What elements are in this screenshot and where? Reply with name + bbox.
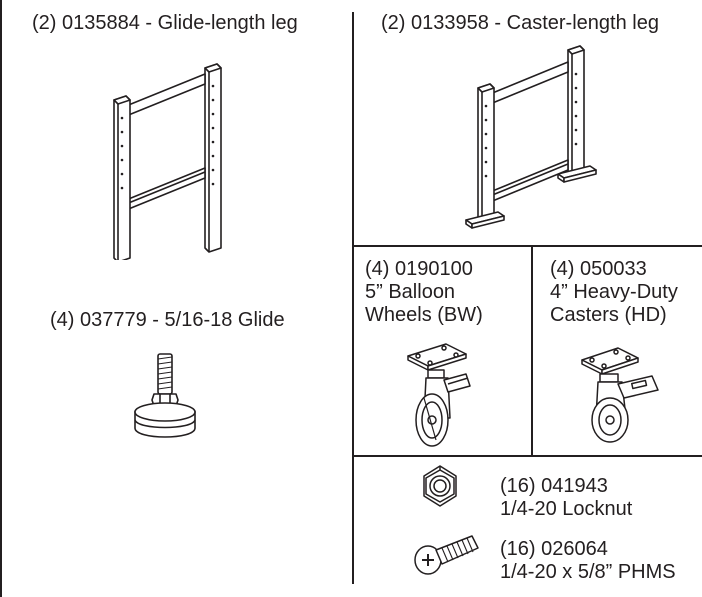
heavy-duty-casters-line-3: Casters (HD) — [550, 304, 667, 326]
balloon-wheels-line-3: Wheels (BW) — [365, 304, 483, 326]
glide-illustration — [130, 350, 210, 450]
phms-screw-illustration — [412, 522, 482, 578]
glide-leg-illustration — [100, 60, 230, 260]
center-divider — [352, 12, 354, 584]
locknut-line-2: 1/4-20 Locknut — [500, 498, 633, 520]
locknut-line-1: (16) 041943 — [500, 475, 608, 497]
hardware-row-top-rule — [352, 455, 702, 457]
phms-label: (16) 026064 1/4-20 x 5/8” PHMS — [500, 538, 676, 584]
glide-label: (4) 037779 - 5/16-18 Glide — [50, 309, 285, 331]
locknut-illustration — [416, 462, 464, 510]
heavy-duty-caster-illustration — [578, 346, 662, 446]
glide-leg-label: (2) 0135884 - Glide-length leg — [32, 12, 298, 34]
caster-leg-label: (2) 0133958 - Caster-length leg — [381, 12, 659, 34]
heavy-duty-casters-line-1: (4) 050033 — [550, 258, 647, 280]
balloon-wheels-label: (4) 0190100 5” Balloon Wheels (BW) — [365, 258, 483, 327]
caster-row-top-rule — [352, 245, 702, 247]
phms-line-1: (16) 026064 — [500, 538, 608, 560]
heavy-duty-casters-label: (4) 050033 4” Heavy-Duty Casters (HD) — [550, 258, 678, 327]
balloon-wheel-illustration — [400, 340, 480, 450]
wheel-divider — [531, 245, 533, 455]
phms-line-2: 1/4-20 x 5/8” PHMS — [500, 561, 676, 583]
balloon-wheels-line-2: 5” Balloon — [365, 281, 456, 303]
caster-leg-illustration — [460, 42, 600, 234]
locknut-label: (16) 041943 1/4-20 Locknut — [500, 475, 632, 521]
left-border — [0, 0, 2, 597]
balloon-wheels-line-1: (4) 0190100 — [365, 258, 473, 280]
heavy-duty-casters-line-2: 4” Heavy-Duty — [550, 281, 678, 303]
